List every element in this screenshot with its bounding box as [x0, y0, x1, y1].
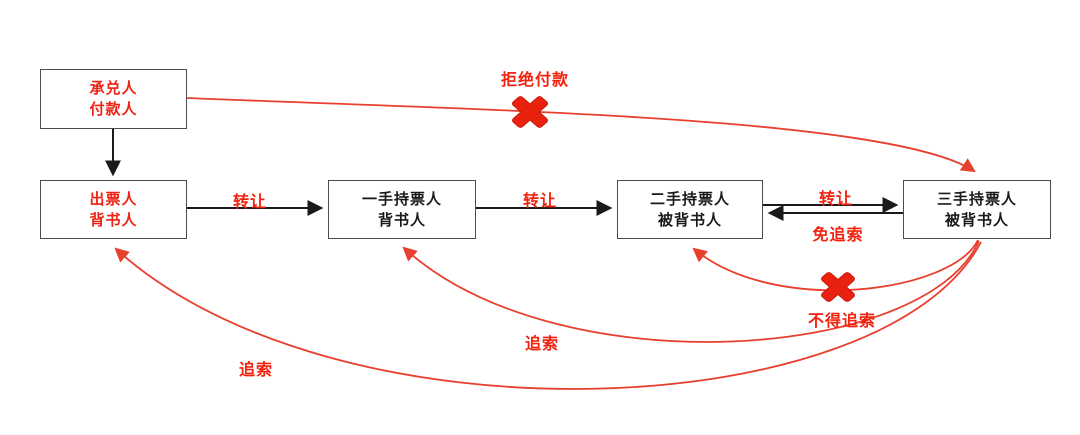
node-text-line: 承兑人: [89, 79, 138, 97]
label-transfer-1: 转让: [232, 192, 268, 211]
node-text-line: 被背书人: [657, 210, 722, 229]
node-text-line: 出票人: [89, 189, 138, 208]
label-recourse-to-drawer: 追索: [238, 360, 274, 379]
node-text-line: 背书人: [377, 210, 426, 229]
curve-refuse-payment: [186, 97, 976, 173]
cross-mark-forbidden-recourse-icon: [821, 272, 855, 302]
curve-recourse-to-first-holder: [402, 240, 980, 343]
node-first-holder-endorser: 一手持票人 背书人: [328, 180, 476, 239]
node-acceptor-payer: 承兑人 付款人: [40, 69, 187, 129]
label-transfer-3: 转让: [818, 189, 854, 208]
cross-mark-refuse-payment-icon: [512, 96, 548, 128]
node-text-line: 一手持票人: [361, 189, 442, 208]
curve-forbidden-recourse-to-second-holder: [692, 239, 979, 292]
label-forbidden-recourse: 不得追索: [807, 311, 877, 330]
label-recourse-to-first-holder: 追索: [524, 334, 560, 353]
node-text-line: 付款人: [89, 100, 138, 118]
label-refuse-payment: 拒绝付款: [500, 70, 570, 89]
node-text-line: 三手持票人: [936, 189, 1017, 208]
node-drawer-endorser: 出票人 背书人: [40, 180, 187, 239]
curve-recourse-to-drawer: [114, 241, 982, 390]
node-text-line: 二手持票人: [649, 189, 730, 208]
label-transfer-2: 转让: [522, 191, 558, 210]
node-text-line: 被背书人: [944, 210, 1009, 229]
node-third-holder-endorsee: 三手持票人 被背书人: [903, 180, 1051, 239]
node-second-holder-endorsee: 二手持票人 被背书人: [617, 180, 763, 239]
label-exempt-recourse: 免追索: [812, 225, 864, 244]
node-text-line: 背书人: [89, 210, 138, 229]
